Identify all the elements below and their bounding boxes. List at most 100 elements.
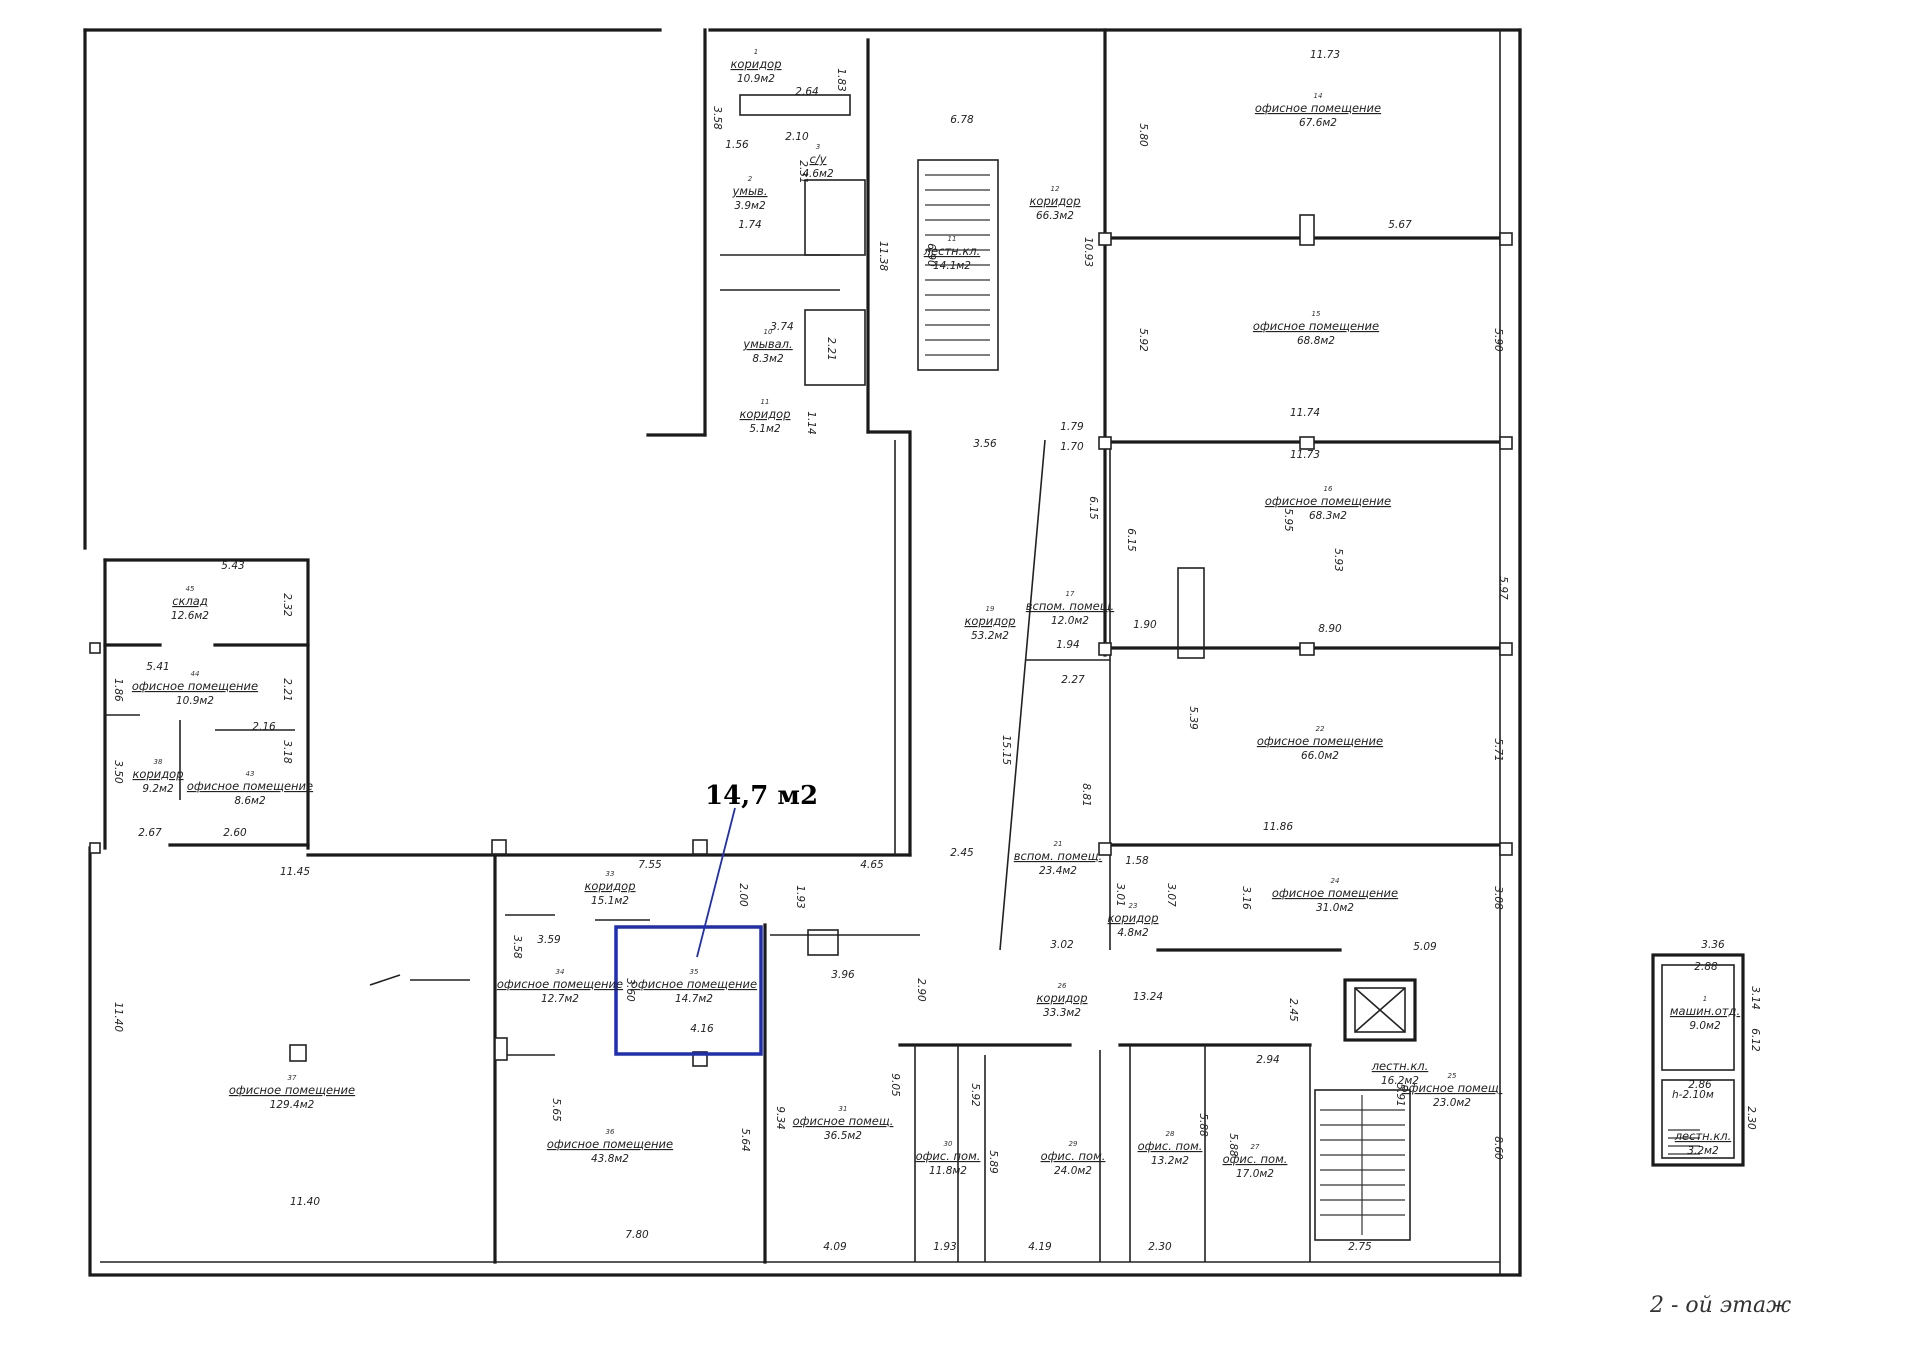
dimension-label: 5.88 — [1227, 1133, 1239, 1157]
dimension-label: 5.67 — [1388, 219, 1412, 231]
room-name: офисное помещение — [1272, 886, 1398, 900]
dimension-label: 4.09 — [823, 1241, 847, 1253]
room-area: 12.0м2 — [1051, 615, 1089, 627]
dimension-label: 2.60 — [223, 827, 247, 839]
room-num: 11 — [761, 398, 770, 406]
room-area: 12.7м2 — [541, 993, 579, 1005]
dimension-label: 11.86 — [1263, 821, 1293, 833]
room-area: 53.2м2 — [971, 630, 1009, 642]
dimension-label: 3.18 — [281, 740, 293, 764]
room-area: 43.8м2 — [591, 1153, 629, 1165]
room-name: коридор — [132, 767, 183, 781]
dimension-label: 2.45 — [1287, 998, 1299, 1022]
dimension-label: 2.88 — [1694, 961, 1718, 973]
room-area: 14.7м2 — [675, 993, 713, 1005]
room-area: 23.0м2 — [1433, 1097, 1471, 1109]
room-num: 11 — [948, 235, 957, 243]
dimension-label: 5.43 — [221, 560, 244, 572]
room-num: 23 — [1129, 902, 1138, 910]
dimension-label: 5.39 — [1187, 706, 1199, 730]
dimension-label: 5.88 — [1197, 1113, 1209, 1137]
dimension-label: 6.15 — [1087, 496, 1099, 520]
room-name: офисное помещение — [229, 1083, 355, 1097]
dimension-label: 2.27 — [1061, 674, 1085, 686]
highlighted-room-35[interactable]: 14,7 м2 — [614, 781, 818, 1056]
dimension-label: 2.90 — [915, 978, 927, 1002]
dimension-label: 1.79 — [1060, 421, 1084, 433]
room-num: 10 — [764, 328, 773, 336]
room-num: 38 — [154, 758, 163, 766]
dimension-label: 5.65 — [550, 1098, 562, 1122]
handwritten-floor-note: 2 - ой этаж — [1649, 1293, 1791, 1318]
interior-walls — [289, 28, 1513, 1264]
room-num: 31 — [839, 1105, 848, 1113]
dimension-label: 2.94 — [1256, 1054, 1279, 1066]
room-num: 15 — [1312, 310, 1321, 318]
dimension-label: 6.90 — [925, 243, 937, 267]
room-name: машин.отд. — [1670, 1004, 1740, 1018]
dimension-label: 3.56 — [973, 438, 997, 450]
room-name: офисное помещение — [547, 1137, 673, 1151]
dimension-label: 2.32 — [281, 593, 293, 617]
room-area: 24.0м2 — [1054, 1165, 1092, 1177]
room-num: 26 — [1058, 982, 1067, 990]
dimension-label: 5.41 — [146, 661, 169, 673]
dimension-label: 11.38 — [877, 241, 889, 271]
room-num: 3 — [816, 143, 820, 151]
highlight-label: 14,7 м2 — [705, 781, 818, 811]
dimension-label: 2.67 — [138, 827, 162, 839]
room-area: 67.6м2 — [1299, 117, 1337, 129]
room-name: коридор — [1029, 194, 1080, 208]
dimension-label: 2.30 — [1148, 1241, 1172, 1253]
dimension-label: 11.73 — [1290, 449, 1320, 461]
dimension-label: 1.83 — [835, 68, 847, 91]
dimension-label: 5.80 — [1137, 123, 1149, 147]
dimension-label: 3.74 — [770, 321, 793, 333]
room-labels: 1коридор10.9м22умыв.3.9м23с/у4.6м210умыв… — [132, 48, 1740, 1180]
room-name: офисное помещение — [187, 779, 313, 793]
dimension-label: 1.70 — [1060, 441, 1084, 453]
left-annex-walls — [89, 558, 310, 854]
dimension-label: 11.74 — [1290, 407, 1320, 419]
room-name: коридор — [964, 614, 1015, 628]
room-name: офисное помещение — [497, 977, 623, 991]
dimension-label: 11.40 — [290, 1196, 320, 1208]
room-area: 33.3м2 — [1043, 1007, 1081, 1019]
dimension-label: 4.16 — [690, 1023, 714, 1035]
dimension-label: 6.78 — [950, 114, 974, 126]
room-name: вспом. помещ. — [1026, 599, 1114, 613]
dimension-label: 3.60 — [624, 978, 636, 1002]
room-name: коридор — [1107, 911, 1158, 925]
dimension-label: 5.09 — [1413, 941, 1437, 953]
dimension-label: 3.01 — [1114, 883, 1126, 906]
room-num: 1 — [1703, 995, 1707, 1003]
room-name: офис. пом. — [1223, 1152, 1288, 1166]
dimension-label: 1.93 — [794, 885, 806, 908]
dimension-label: 5.91 — [1394, 1083, 1406, 1106]
room-area: 4.6м2 — [802, 168, 834, 180]
dimension-label: 8.60 — [1492, 1136, 1504, 1160]
dimension-label: 3.96 — [831, 969, 855, 981]
room-name: офисное помещение — [1257, 734, 1383, 748]
dimension-label: 1.94 — [1056, 639, 1079, 651]
dimension-label: 8.90 — [1318, 623, 1342, 635]
dimension-label: 1.90 — [1133, 619, 1157, 631]
